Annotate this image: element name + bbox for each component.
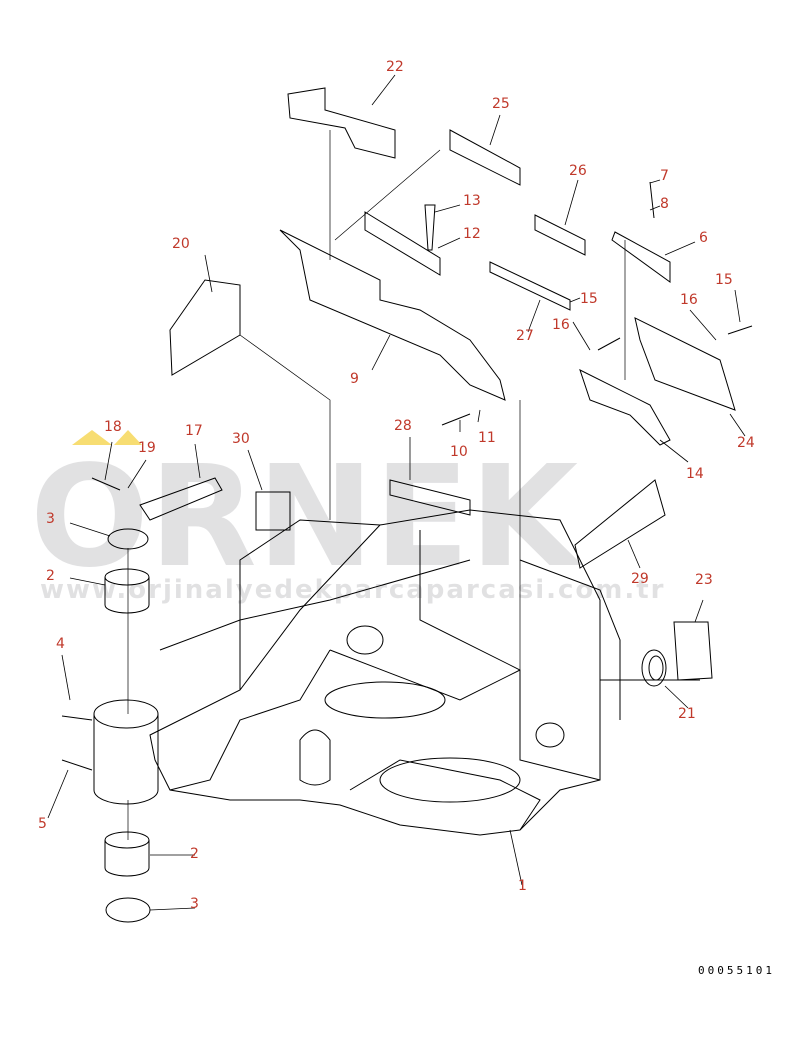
line-art: [61, 87, 753, 923]
bolt-part: [424, 204, 436, 251]
document-id: 00055101: [698, 964, 775, 977]
callout-label: 20: [172, 236, 190, 252]
bushing-lower-part: [104, 831, 150, 849]
callout-label: 15: [715, 272, 733, 288]
callout-label: 29: [631, 571, 649, 587]
grease-fitting-part: [61, 715, 93, 721]
callout-labels: 1 2 2 3 3 4 5 6 7 8 9 10 11 12 13 14 15 …: [38, 59, 755, 912]
callout-label: 18: [104, 419, 122, 435]
watermark-accent-icon: [72, 430, 112, 445]
bracket-part: [279, 229, 506, 401]
pivot-boss-part: [93, 699, 159, 729]
callout-label: 27: [516, 328, 534, 344]
watermark: ORNEK www.orjinalyedekparcaparcasi.com.t…: [30, 430, 666, 605]
cover-plate-part: [169, 279, 241, 376]
block-part: [287, 87, 396, 159]
main-frame-part: [149, 509, 601, 836]
callout-label: 19: [138, 440, 156, 456]
block-part: [389, 479, 471, 516]
plate-part: [634, 317, 736, 411]
callout-label: 5: [38, 816, 47, 832]
callout-label: 2: [46, 568, 55, 584]
callout-label: 3: [190, 896, 199, 912]
callout-label: 16: [552, 317, 570, 333]
callout-label: 10: [450, 444, 468, 460]
callout-label: 22: [386, 59, 404, 75]
ring-lower-part: [105, 897, 151, 923]
strap-part: [139, 477, 223, 521]
callout-label: 23: [695, 572, 713, 588]
watermark-accent-icon: [114, 430, 142, 445]
bracket-part: [579, 369, 671, 446]
callout-label: 8: [660, 196, 669, 212]
callout-label: 7: [660, 168, 669, 184]
callout-label: 3: [46, 511, 55, 527]
bolt-part: [597, 337, 621, 351]
block-part: [574, 479, 666, 569]
callout-label: 25: [492, 96, 510, 112]
pad-part: [534, 214, 586, 256]
watermark-big-text: ORNEK: [30, 436, 583, 599]
leader-lines: [47, 74, 746, 911]
callout-label: 21: [678, 706, 696, 722]
callout-label: 2: [190, 846, 199, 862]
watermark-url-text: www.orjinalyedekparcaparcasi.com.tr: [40, 575, 666, 605]
callout-label: 28: [394, 418, 412, 434]
callout-label: 13: [463, 193, 481, 209]
bolt-part: [91, 477, 121, 491]
callout-label: 4: [56, 636, 65, 652]
callout-label: 9: [350, 371, 359, 387]
bolt-part: [649, 181, 655, 219]
pad-part: [449, 129, 521, 186]
callout-label: 11: [478, 430, 496, 446]
callout-label: 15: [580, 291, 598, 307]
plate-part: [673, 621, 713, 681]
pad-part: [255, 491, 291, 531]
callout-label: 26: [569, 163, 587, 179]
callout-label: 12: [463, 226, 481, 242]
callout-label: 14: [686, 466, 704, 482]
callout-label: 24: [737, 435, 755, 451]
callout-label: 6: [699, 230, 708, 246]
seal-part: [641, 649, 667, 687]
bolt-part: [727, 325, 753, 335]
bolt-part: [441, 413, 471, 426]
grease-fitting-part: [61, 759, 93, 771]
callout-label: 1: [518, 878, 527, 894]
plate-part: [489, 261, 571, 311]
callout-label: 30: [232, 431, 250, 447]
callout-label: 16: [680, 292, 698, 308]
callout-label: 17: [185, 423, 203, 439]
plate-part: [364, 211, 441, 276]
bracket-part: [611, 231, 671, 283]
